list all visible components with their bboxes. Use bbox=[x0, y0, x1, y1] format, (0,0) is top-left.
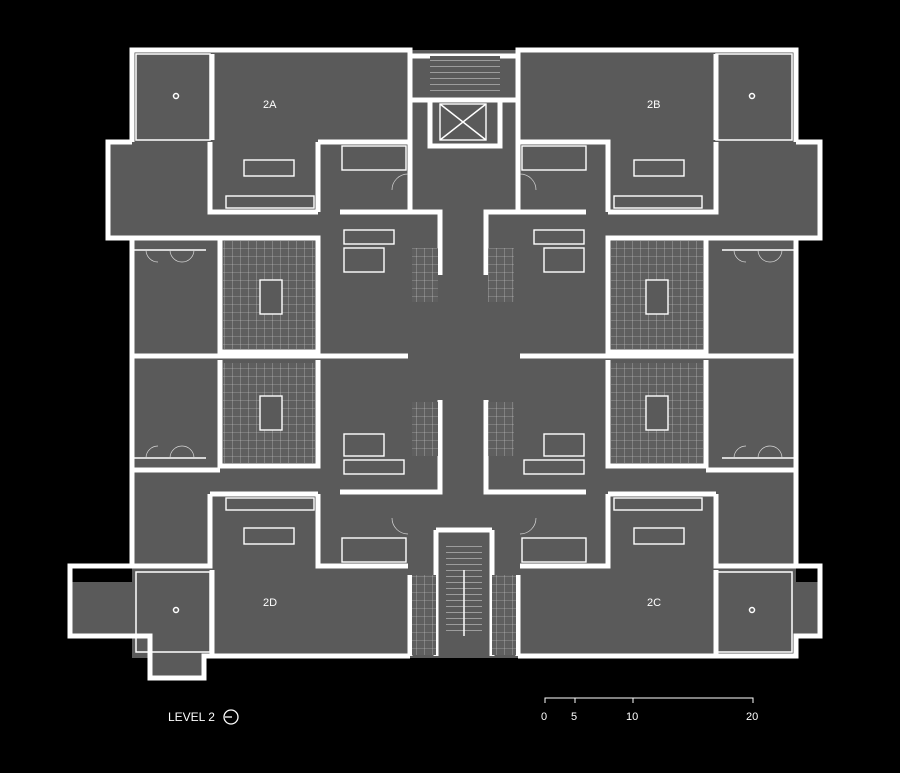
north-arrow-icon bbox=[223, 709, 239, 725]
scale-tick-20: 20 bbox=[746, 711, 759, 723]
central-corridor bbox=[407, 56, 521, 656]
kitchen-island-icon bbox=[243, 527, 295, 545]
bathtub-icon bbox=[645, 279, 669, 315]
kitchen-island-icon bbox=[243, 159, 295, 177]
unit-label-2d: 2D bbox=[263, 597, 277, 609]
closets bbox=[341, 145, 587, 563]
kitchen-island-icon bbox=[633, 527, 685, 545]
bathtub-icon bbox=[259, 279, 283, 315]
level-label: LEVEL 2 bbox=[168, 710, 215, 724]
scale-bar bbox=[544, 697, 754, 703]
window-bays bbox=[134, 173, 794, 535]
interior-walls bbox=[132, 54, 796, 654]
bathtub-icon bbox=[259, 395, 283, 431]
bathrooms bbox=[223, 241, 703, 463]
unit-label-2b: 2B bbox=[647, 99, 660, 111]
tile-floor-se bbox=[492, 575, 516, 655]
kitchens bbox=[225, 159, 703, 545]
kitchen-island-icon bbox=[633, 159, 685, 177]
stair-north bbox=[430, 56, 500, 96]
bathtub-icon bbox=[645, 395, 669, 431]
unit-label-2a: 2A bbox=[263, 99, 277, 111]
scale-tick-5: 5 bbox=[571, 711, 578, 723]
exterior-walls bbox=[67, 47, 823, 681]
scale-tick-10: 10 bbox=[626, 711, 639, 723]
unit-label-2c: 2C bbox=[647, 597, 661, 609]
scale-tick-0: 0 bbox=[541, 711, 548, 723]
tile-floor-sw bbox=[412, 575, 436, 655]
